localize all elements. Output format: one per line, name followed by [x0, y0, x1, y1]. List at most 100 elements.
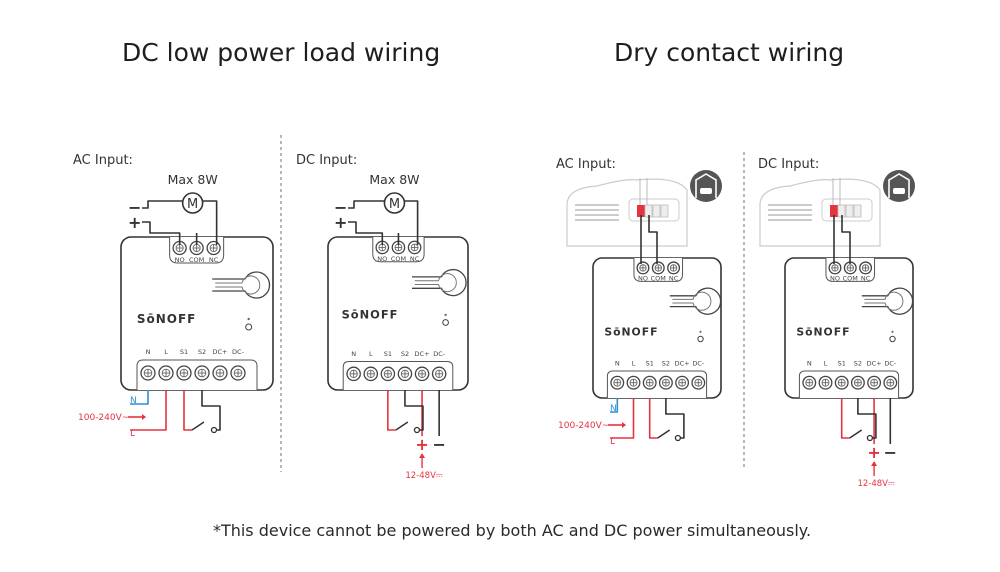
ac-arrow-head	[622, 422, 626, 428]
panel-label-1: DC Input:	[296, 153, 357, 168]
garage-controller-3	[759, 178, 881, 264]
s2-wire	[857, 398, 877, 439]
switch-2	[648, 398, 685, 442]
terminal-label-nc: NC	[861, 275, 871, 283]
panel-label-0: AC Input:	[73, 153, 133, 168]
terminal-label-n: N	[615, 360, 620, 368]
terminal-label-nc: NC	[209, 256, 219, 264]
wifi-indicator-icon	[891, 330, 894, 333]
terminal-label-nc: NC	[669, 275, 679, 283]
terminal-label-s1: S1	[646, 360, 654, 368]
live-wire	[610, 398, 635, 439]
s1-wire	[840, 398, 850, 439]
garage-icon-house	[695, 173, 717, 198]
panel-label-2: AC Input:	[556, 157, 616, 172]
s2-wire	[201, 390, 221, 431]
terminal-label-dcplus: DC+	[213, 348, 228, 356]
load-wire-minus	[142, 200, 183, 209]
switch-contact	[413, 426, 421, 434]
led-indicator-icon	[697, 335, 704, 343]
antenna-keyhole-outline	[412, 268, 467, 297]
terminal-label-l: L	[164, 348, 168, 356]
dc-voltage-label: 12-48V⎓	[857, 479, 895, 489]
terminal-label-n: N	[146, 348, 151, 356]
terminal-label-no: NO	[830, 275, 840, 283]
terminal-screw-inner	[143, 368, 153, 378]
terminal-screw-inner	[654, 264, 662, 272]
garage-controller-body	[566, 178, 688, 247]
motor-icon	[181, 192, 204, 214]
wifi-indicator-icon	[247, 317, 250, 321]
live-label: L	[130, 429, 135, 439]
terminal-label-l: L	[369, 350, 373, 358]
terminal-label-s1: S1	[384, 350, 392, 358]
dry-contact-wire-2	[648, 215, 658, 264]
terminal-screw-inner	[613, 378, 622, 387]
dc-supply-1: +−12-48V⎓	[405, 390, 446, 481]
motor-icon	[383, 192, 406, 214]
s2-wire	[404, 390, 424, 431]
sonoff-logo: SōNOFF	[342, 308, 399, 322]
s1-wire	[387, 390, 396, 431]
terminal-label-no: NO	[638, 275, 648, 283]
sonoff-logo: SōNOFF	[604, 325, 658, 338]
terminal-screw-inner	[383, 369, 392, 378]
garage-controller-body	[759, 178, 881, 247]
antenna-keyhole-outline	[669, 287, 722, 315]
dc-plus-sign: +	[415, 435, 428, 454]
switch-contact	[210, 426, 218, 434]
motor-load-0: Max 8WM−+	[128, 172, 218, 245]
terminal-label-s2: S2	[854, 360, 862, 368]
terminal-label-dcminus: DC-	[433, 350, 446, 358]
live-wire	[130, 390, 167, 431]
terminal-screw-inner	[694, 378, 703, 387]
garage-icon-car	[700, 188, 712, 194]
terminal-screw-inner	[233, 368, 243, 378]
s2-wire	[665, 398, 685, 439]
terminal-screw-inner	[209, 243, 218, 253]
terminal-screw-inner	[435, 369, 444, 378]
switch-1	[387, 390, 424, 434]
dc-plus-sign: +	[867, 443, 880, 462]
motor-symbol: M	[389, 197, 400, 212]
terminal-label-n: N	[807, 360, 812, 368]
switch-0	[183, 390, 221, 434]
led-indicator-icon	[442, 319, 449, 326]
s1-wire	[183, 390, 192, 431]
load-wire-plus	[142, 221, 181, 245]
terminal-screw-inner	[846, 264, 854, 272]
controller-terminal	[652, 204, 661, 218]
terminal-label-dcplus: DC+	[867, 360, 882, 368]
minus-sign: −	[334, 198, 347, 217]
ac-arrow-head	[142, 414, 146, 420]
controller-terminal	[853, 204, 862, 218]
switch-contact	[866, 434, 874, 442]
neutral-wire	[130, 390, 149, 405]
terminal-label-com: COM	[391, 255, 406, 263]
terminal-label-s1: S1	[180, 348, 188, 356]
terminal-screw-inner	[639, 264, 647, 272]
wifi-indicator-icon	[444, 313, 447, 317]
terminal-screw-inner	[161, 368, 171, 378]
dc-arrow-head	[419, 453, 426, 458]
terminal-screw-inner	[861, 264, 870, 272]
terminal-label-dcplus: DC+	[415, 350, 430, 358]
switch-lever	[849, 429, 863, 439]
terminal-screw-inner	[870, 378, 879, 387]
terminal-screw-inner	[669, 264, 678, 272]
garage-icon-car	[893, 188, 905, 194]
antenna-keyhole-inner	[672, 291, 712, 311]
ac-voltage-label: 100-240V~	[78, 413, 129, 423]
minus-sign: −	[128, 198, 141, 217]
terminal-screw-inner	[400, 369, 410, 378]
dc-minus-sign: −	[884, 443, 897, 462]
terminal-label-s2: S2	[401, 350, 409, 358]
garage-controller-2	[566, 178, 688, 264]
terminal-screw-inner	[831, 264, 839, 272]
terminal-label-s2: S2	[198, 348, 206, 356]
